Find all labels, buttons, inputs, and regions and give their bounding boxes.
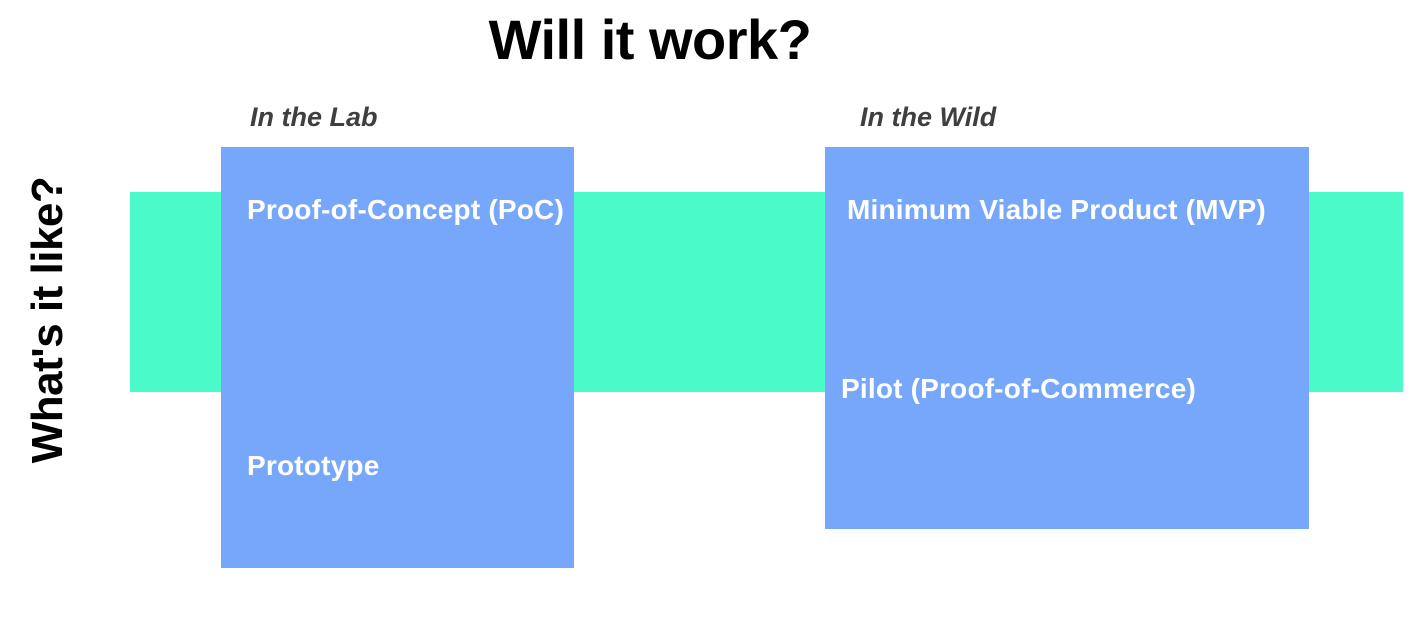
- column-header-in-the-wild: In the Wild: [860, 102, 997, 132]
- column-header-in-the-lab: In the Lab: [250, 102, 378, 132]
- vertical-axis-label-wrapper: What's it like?: [0, 110, 96, 530]
- item-prototype: Prototype: [247, 450, 380, 481]
- page-title: Will it work?: [488, 8, 812, 71]
- wild-column-box: Minimum Viable Product (MVP) Pilot (Proo…: [825, 147, 1309, 529]
- item-proof-of-concept: Proof-of-Concept (PoC): [247, 194, 565, 225]
- lab-column-box: Proof-of-Concept (PoC) Prototype: [221, 147, 574, 568]
- item-pilot-proof-of-commerce: Pilot (Proof-of-Commerce): [841, 373, 1196, 404]
- item-minimum-viable-product: Minimum Viable Product (MVP): [847, 194, 1266, 225]
- vertical-axis-label: What's it like?: [23, 176, 72, 464]
